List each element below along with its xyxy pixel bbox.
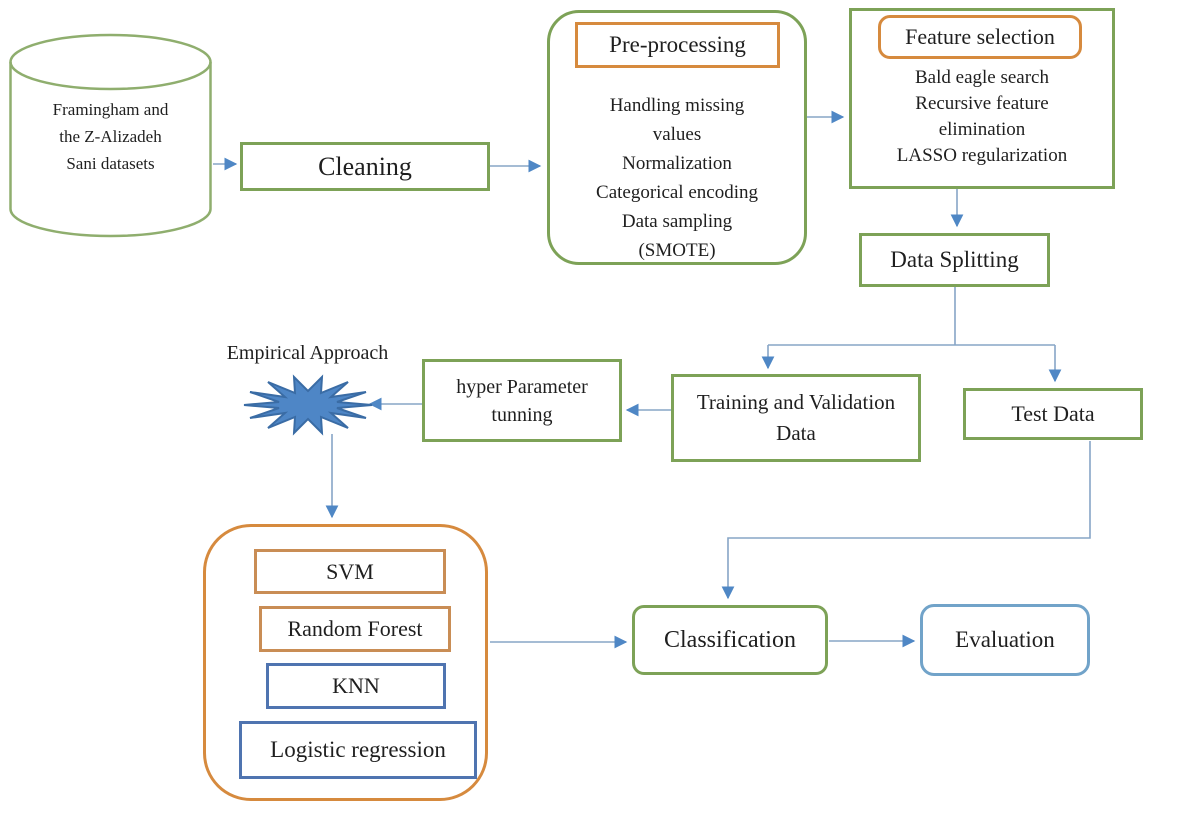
connector-datasplitting-split — [768, 287, 1055, 346]
test-data-label: Test Data — [1011, 401, 1095, 426]
dataset-label: Framingham and the Z-Alizadeh Sani datas… — [52, 100, 169, 173]
feature-selection-method: Recursive feature elimination — [915, 93, 1049, 140]
preprocessing-step: Handling missing values — [609, 95, 745, 145]
preprocessing-title-box: Pre-processing — [575, 22, 780, 68]
classification-label: Classification — [664, 626, 796, 653]
model-label-logistic-regression: Logistic regression — [270, 737, 446, 762]
cleaning-label: Cleaning — [318, 151, 412, 181]
hyperparameter-node: hyper Parameter tunning — [422, 359, 622, 442]
preprocessing-steps: Handling missing values Normalization Ca… — [558, 91, 796, 265]
training-validation-label: Training and Validation Data — [696, 390, 896, 445]
classification-node: Classification — [632, 605, 828, 675]
preprocessing-step: Categorical encoding — [596, 182, 758, 203]
feature-selection-title: Feature selection — [905, 24, 1055, 49]
feature-selection-title-box: Feature selection — [878, 15, 1082, 59]
feature-selection-methods: Bald eagle search Recursive feature elim… — [860, 65, 1104, 169]
preprocessing-step: Normalization — [622, 153, 732, 174]
model-box-knn: KNN — [266, 663, 446, 709]
feature-selection-node: Feature selection Bald eagle search Recu… — [849, 8, 1115, 189]
hyperparameter-label: hyper Parameter tunning — [456, 375, 588, 426]
preprocessing-title: Pre-processing — [609, 32, 746, 57]
empirical-approach-label: Empirical Approach — [226, 342, 389, 364]
model-box-random-forest: Random Forest — [259, 606, 451, 652]
model-label-knn: KNN — [332, 673, 380, 698]
feature-selection-method: Bald eagle search — [915, 67, 1049, 88]
connector-testdata-classification — [721, 441, 1091, 600]
data-splitting-node: Data Splitting — [859, 233, 1050, 287]
model-box-svm: SVM — [254, 549, 446, 594]
model-box-logistic-regression: Logistic regression — [239, 721, 477, 779]
evaluation-label: Evaluation — [955, 627, 1055, 652]
model-label-random-forest: Random Forest — [287, 616, 423, 641]
training-validation-node: Training and Validation Data — [671, 374, 921, 462]
models-container: SVM Random Forest KNN Logistic regressio… — [203, 524, 488, 801]
model-label-svm: SVM — [326, 558, 374, 584]
feature-selection-method: LASSO regularization — [896, 145, 1068, 166]
starburst-shape — [243, 374, 373, 436]
cleaning-node: Cleaning — [240, 142, 490, 191]
preprocessing-node: Pre-processing Handling missing values N… — [547, 10, 807, 265]
data-splitting-label: Data Splitting — [890, 247, 1019, 272]
dataset-cylinder-node: Framingham and the Z-Alizadeh Sani datas… — [8, 32, 213, 240]
test-data-node: Test Data — [963, 388, 1143, 440]
preprocessing-step: Data sampling (SMOTE) — [621, 211, 733, 261]
database-cylinder-icon — [9, 33, 212, 238]
evaluation-node: Evaluation — [920, 604, 1090, 676]
